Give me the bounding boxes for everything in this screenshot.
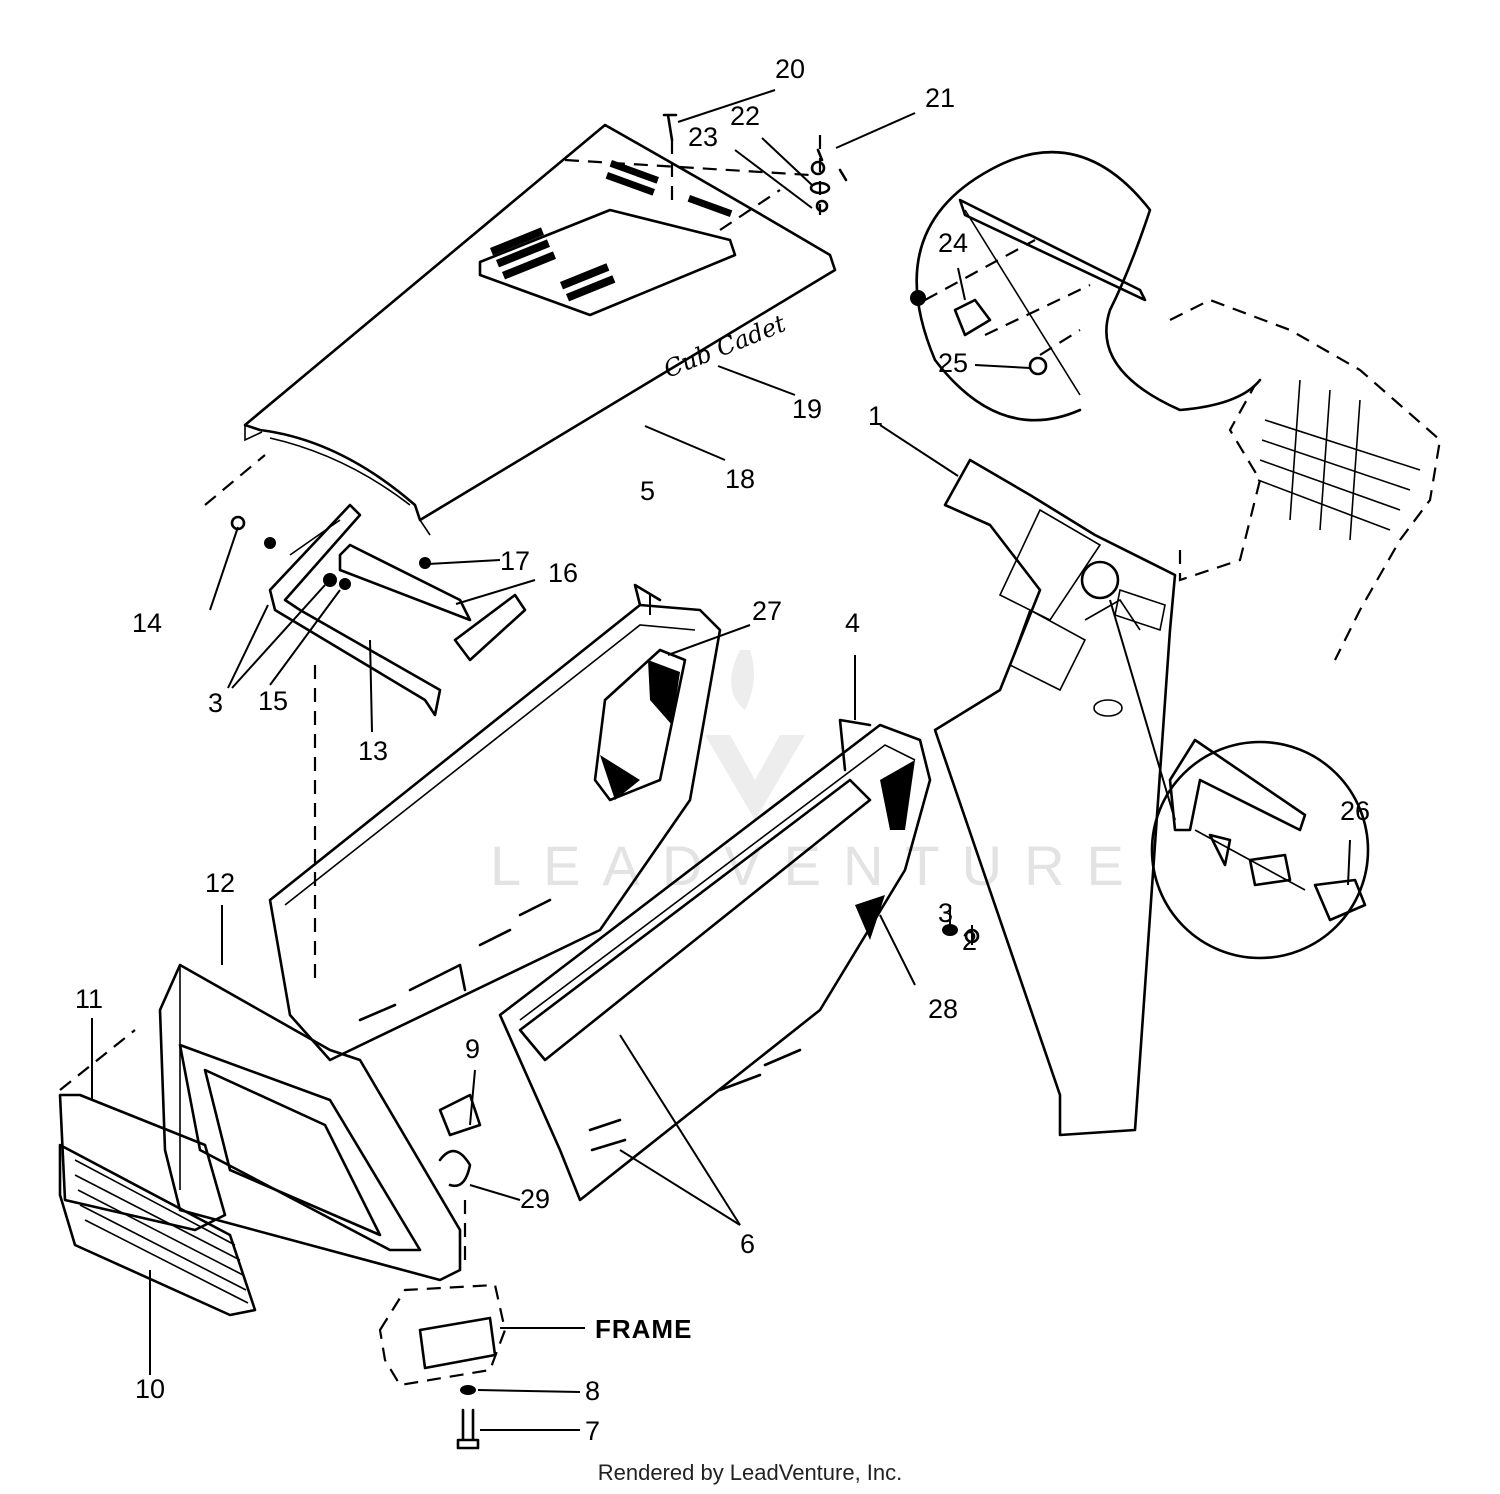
callout-15: 15 xyxy=(258,686,288,716)
callout-27: 27 xyxy=(752,596,782,626)
bolt-7-washer-8 xyxy=(456,1385,480,1450)
leader-lines xyxy=(91,89,1351,1431)
callout-22: 22 xyxy=(730,101,760,131)
hood-fasteners xyxy=(662,113,848,215)
side-panel-5 xyxy=(268,583,722,1062)
callout-20: 20 xyxy=(775,54,805,84)
callout-12: 12 xyxy=(205,868,235,898)
callout-7: 7 xyxy=(585,1416,600,1446)
callout-8: 8 xyxy=(585,1376,600,1406)
headlight-9-29 xyxy=(438,1093,482,1260)
callout-5: 5 xyxy=(640,476,655,506)
callout-21: 21 xyxy=(925,83,955,113)
side-panel-5-slots xyxy=(358,898,552,1022)
callout-14: 14 xyxy=(132,608,162,638)
callout-4: 4 xyxy=(845,608,860,638)
watermark-text: LEADVENTURE xyxy=(490,834,1146,897)
callout-16: 16 xyxy=(548,558,578,588)
front-housing-12 xyxy=(158,963,462,1282)
grille-10 xyxy=(58,1029,257,1317)
callout-3a: 3 xyxy=(208,688,223,718)
callout-11: 11 xyxy=(75,984,103,1014)
hood-logo: Cub Cadet xyxy=(660,309,790,383)
watermark: LEADVENTURE xyxy=(490,650,1146,897)
callout-2: 2 xyxy=(962,926,977,956)
dash-panel-1 xyxy=(933,458,1177,1137)
footer-credit: Rendered by LeadVenture, Inc. xyxy=(597,1460,903,1485)
rear-body-dashed xyxy=(1169,298,1442,661)
callouts: 20 21 22 23 24 25 19 18 1 5 27 4 17 16 1… xyxy=(75,54,1370,1446)
detail-circle-upper xyxy=(910,150,1262,422)
side-panel-4 xyxy=(498,718,932,1202)
callout-13: 13 xyxy=(358,736,388,766)
bracket-16 xyxy=(230,515,527,662)
grille-bars xyxy=(74,1159,249,1304)
callout-9: 9 xyxy=(465,1034,480,1064)
callout-23: 23 xyxy=(688,122,718,152)
callout-1: 1 xyxy=(868,401,883,431)
side-panel-4-slots xyxy=(588,1048,802,1152)
hood-vent-slots xyxy=(490,160,733,302)
frame-label: FRAME xyxy=(595,1314,692,1344)
callout-28: 28 xyxy=(928,994,958,1024)
hinge-bracket-13 xyxy=(268,503,442,717)
callout-25: 25 xyxy=(938,348,968,378)
callout-26: 26 xyxy=(1340,796,1370,826)
callout-29: 29 xyxy=(520,1184,550,1214)
callout-10: 10 xyxy=(135,1374,165,1404)
detail-circle-lower xyxy=(1109,599,1370,960)
callout-6: 6 xyxy=(740,1229,755,1259)
callout-19: 19 xyxy=(792,394,822,424)
callout-24: 24 xyxy=(938,228,968,258)
callout-18: 18 xyxy=(725,464,755,494)
callout-3b: 3 xyxy=(938,898,953,928)
callout-17: 17 xyxy=(500,546,530,576)
rear-body-grid xyxy=(1257,379,1421,541)
frame-bracket xyxy=(378,1283,507,1387)
